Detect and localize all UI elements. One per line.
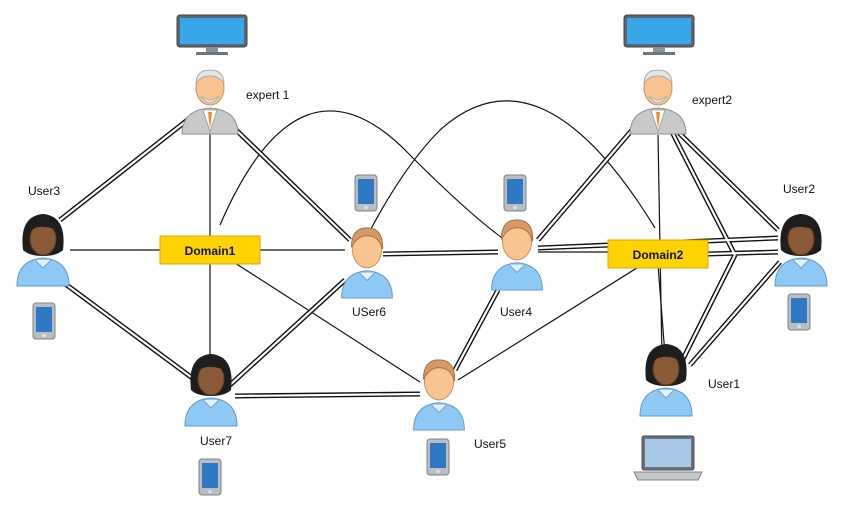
user4-avatar-icon[interactable] bbox=[491, 219, 543, 291]
double-connection-lines bbox=[58, 116, 782, 399]
user2-avatar-icon[interactable] bbox=[774, 213, 828, 287]
user3-label: User3 bbox=[28, 184, 60, 198]
domain2-label: Domain2 bbox=[633, 248, 684, 262]
user6-label: USer6 bbox=[352, 305, 386, 319]
user7-label: User7 bbox=[200, 434, 232, 448]
expert1-desktop-monitor-icon bbox=[176, 14, 248, 56]
user2-smartphone-icon bbox=[787, 293, 811, 331]
domain2-node[interactable]: Domain2 bbox=[607, 239, 709, 269]
edge-expert1-user5-curve bbox=[219, 110, 506, 241]
edge-expert2-user6-curve bbox=[359, 100, 656, 251]
user4-smartphone-icon bbox=[503, 174, 527, 212]
user4-label: User4 bbox=[500, 305, 532, 319]
user7-smartphone-icon bbox=[198, 458, 222, 496]
expert2-avatar-icon[interactable] bbox=[629, 69, 687, 135]
user2-label: User2 bbox=[783, 182, 815, 196]
user7-avatar-icon[interactable] bbox=[184, 353, 238, 427]
edge-domain2-user5 bbox=[457, 265, 641, 381]
edge-domain2-user1 bbox=[657, 264, 666, 356]
user3-avatar-icon[interactable] bbox=[16, 213, 70, 287]
expert1-avatar-icon[interactable] bbox=[181, 69, 239, 135]
expert1-label: expert 1 bbox=[246, 88, 290, 102]
user1-laptop-icon bbox=[633, 435, 703, 481]
user1-label: User1 bbox=[708, 377, 740, 391]
edge-domain1-user5 bbox=[234, 262, 421, 383]
user6-smartphone-icon bbox=[354, 174, 378, 212]
domain1-node[interactable]: Domain1 bbox=[159, 235, 261, 265]
user3-smartphone-icon bbox=[32, 302, 56, 340]
user5-smartphone-icon bbox=[426, 438, 450, 476]
domain1-label: Domain1 bbox=[185, 244, 236, 258]
expert2-desktop-monitor-icon bbox=[623, 14, 695, 56]
connection-lines bbox=[70, 100, 666, 383]
user5-label: User5 bbox=[474, 437, 506, 451]
expert2-label: expert2 bbox=[692, 93, 732, 107]
